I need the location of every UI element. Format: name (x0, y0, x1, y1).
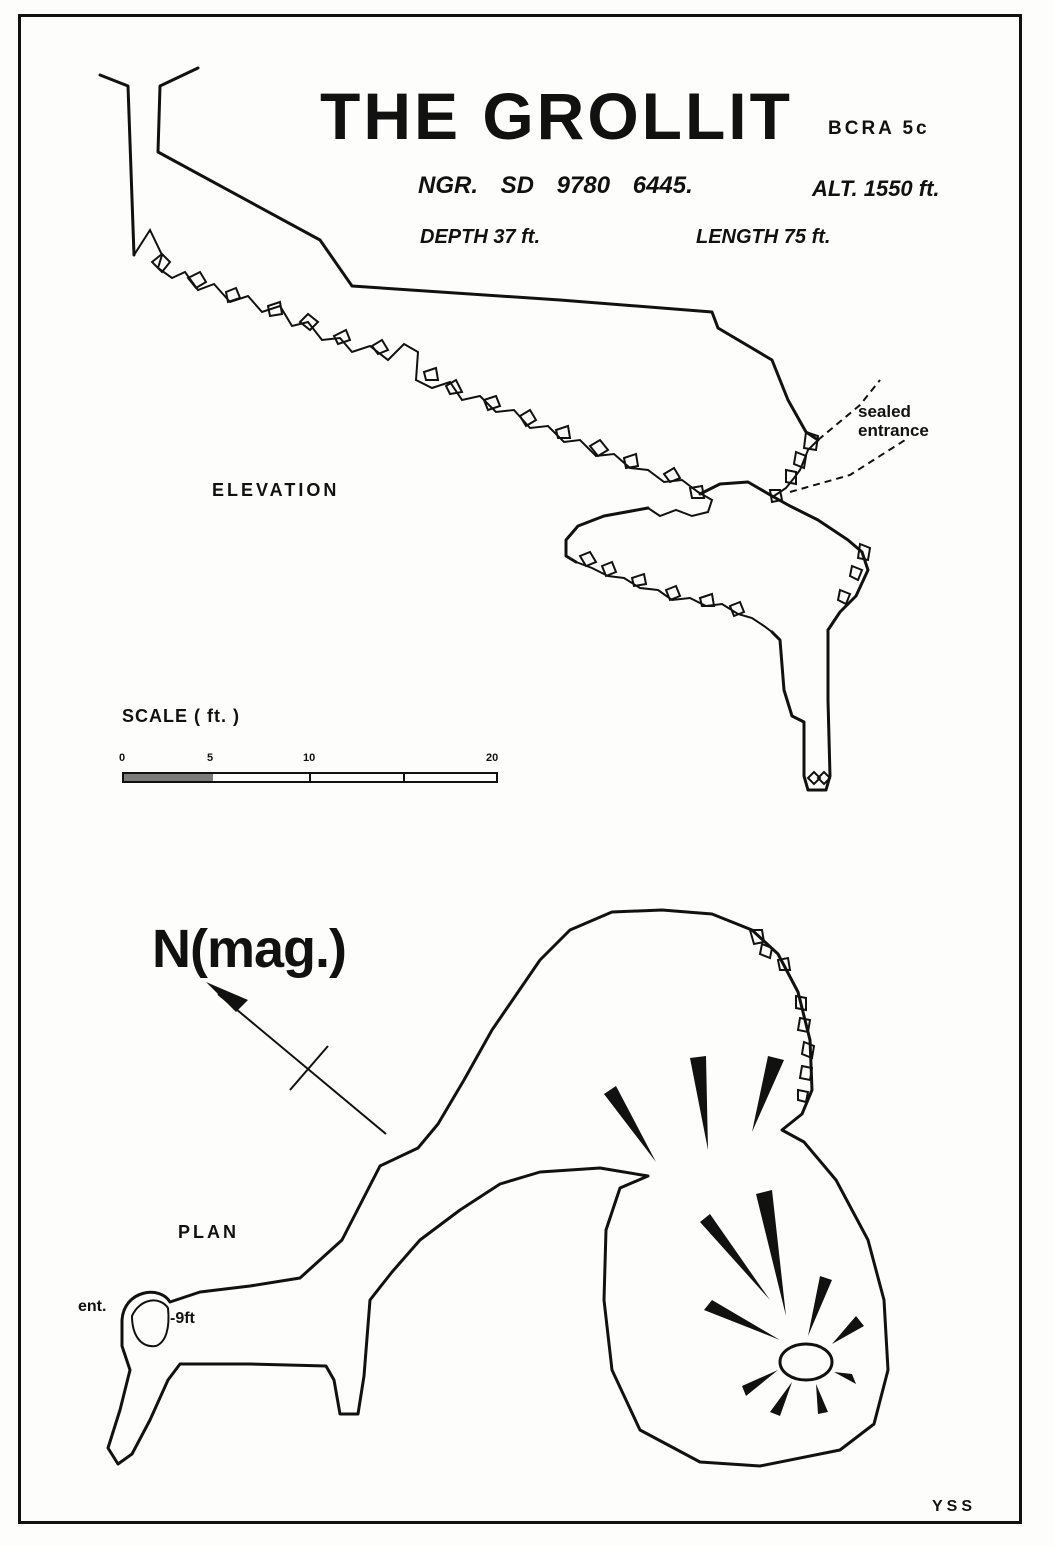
plan-passage-outline (106, 908, 890, 1468)
sealed-entrance-label: sealed entrance (858, 402, 929, 440)
scale-label: SCALE ( ft. ) (122, 706, 240, 726)
elevation-terminal-shaft (770, 628, 832, 792)
north-label: N(mag.) (152, 919, 347, 979)
elevation-roof-line (98, 66, 820, 442)
author-label: YSS (932, 1498, 977, 1515)
plan-entrance-shaft (130, 1299, 170, 1348)
scale-tick-20: 20 (486, 752, 499, 764)
scale-tick-10: 10 (303, 752, 316, 764)
entrance-depth-label: -9ft (170, 1310, 195, 1327)
cave-title: THE GROLLIT (320, 79, 793, 153)
sealed-entrance-dashes (789, 379, 906, 493)
elevation-boulder-floor (133, 227, 714, 518)
elevation-chamber-roof (698, 480, 870, 632)
scale-tick-0: 0 (119, 752, 126, 764)
scale-tick-5: 5 (207, 752, 214, 764)
ngr-value: SD 9780 6445. (500, 172, 693, 199)
elevation-sealed-boulders (768, 430, 872, 606)
plan-label: PLAN (178, 1222, 239, 1242)
elevation-shaft-boulders (806, 770, 832, 786)
entrance-label: ent. (78, 1298, 107, 1315)
elevation-boulders (150, 252, 706, 499)
plan-boulders (748, 929, 816, 1104)
grid-reference: NGR. SD 9780 6445. (418, 172, 693, 200)
survey-grade: BCRA 5c (828, 118, 930, 139)
north-arrow-icon (206, 982, 387, 1135)
page-border (18, 14, 1022, 1524)
cave-depth: DEPTH 37 ft. (420, 226, 541, 248)
ngr-label: NGR. (418, 172, 478, 199)
elevation-lower-loop (564, 506, 650, 564)
scale-bar (122, 772, 498, 783)
altitude: ALT. 1550 ft. (812, 176, 940, 201)
plan-aven (778, 1342, 834, 1382)
plan-slope-hachures (604, 1056, 864, 1416)
elevation-label: ELEVATION (212, 480, 340, 500)
elevation-lower-floor (575, 550, 773, 633)
cave-length: LENGTH 75 ft. (696, 226, 831, 248)
